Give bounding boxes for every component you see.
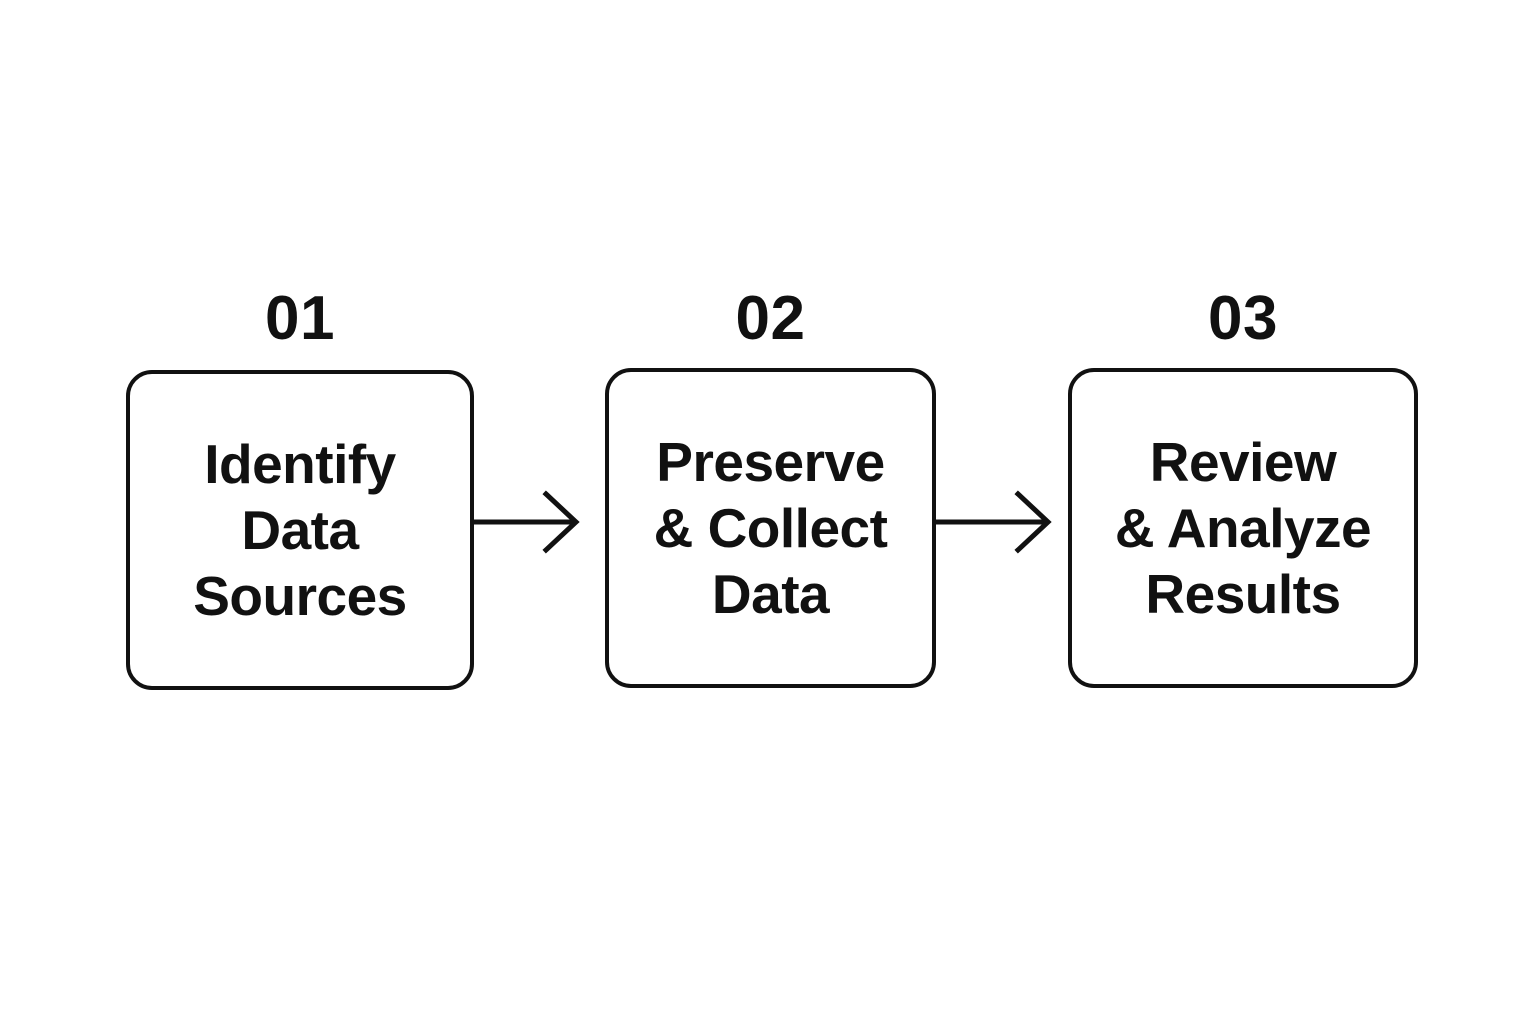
step-box-03[interactable]: Review & Analyze Results (1068, 368, 1418, 688)
arrow-right-icon (932, 490, 1052, 554)
flow-step-02[interactable]: 02 Preserve & Collect Data (605, 288, 936, 690)
connector-01-to-02 (470, 486, 610, 558)
step-label-01: Identify Data Sources (193, 433, 407, 627)
connector-02-to-03 (932, 486, 1072, 558)
step-number-01: 01 (265, 284, 335, 353)
flow-step-01[interactable]: 01 Identify Data Sources (126, 288, 474, 690)
step-label-02: Preserve & Collect Data (653, 431, 888, 625)
step-box-02[interactable]: Preserve & Collect Data (605, 368, 936, 688)
flow-step-03[interactable]: 03 Review & Analyze Results (1068, 288, 1418, 690)
step-label-03: Review & Analyze Results (1114, 431, 1372, 625)
step-number-03: 03 (1208, 284, 1278, 353)
arrow-right-icon (470, 490, 580, 554)
step-number-02: 02 (735, 284, 806, 353)
step-box-01[interactable]: Identify Data Sources (126, 370, 474, 690)
